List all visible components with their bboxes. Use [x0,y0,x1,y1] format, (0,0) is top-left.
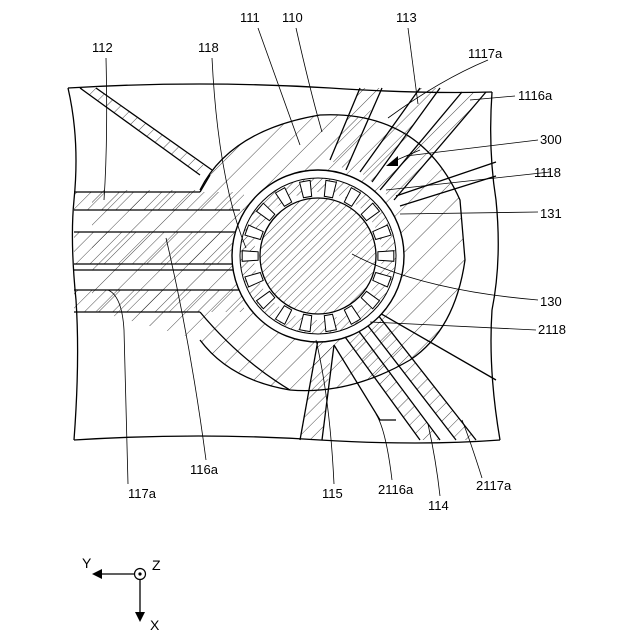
label-2116a: 2116a [378,482,414,497]
label-2118: 2118 [538,322,566,337]
label-1116a: 1116a [518,88,553,103]
label-2117a: 2117a [476,478,512,493]
axis-x-label: X [150,617,160,633]
label-131: 131 [540,206,562,221]
axes-indicator: Y Z X [82,555,161,633]
label-118: 118 [198,40,219,55]
axis-z-label: Z [152,557,161,573]
label-110: 110 [282,10,303,25]
label-111: 111 [240,10,260,25]
label-300: 300 [540,132,562,147]
label-130: 130 [540,294,562,309]
x-arrow-icon [135,612,145,622]
label-114: 114 [428,498,449,513]
shaft [260,198,376,314]
label-115: 115 [322,486,343,501]
spline-tooth [378,251,394,262]
spline-tooth [242,251,258,262]
label-117a: 117a [128,486,157,501]
label-1117a: 1117a [468,46,503,61]
label-112: 112 [92,40,113,55]
axis-y-label: Y [82,555,92,571]
label-1118: 1118 [534,165,561,180]
upper-left-diagonal [80,88,212,175]
label-113: 113 [396,10,417,25]
y-arrow-icon [92,569,102,579]
label-116a: 116a [190,462,219,477]
